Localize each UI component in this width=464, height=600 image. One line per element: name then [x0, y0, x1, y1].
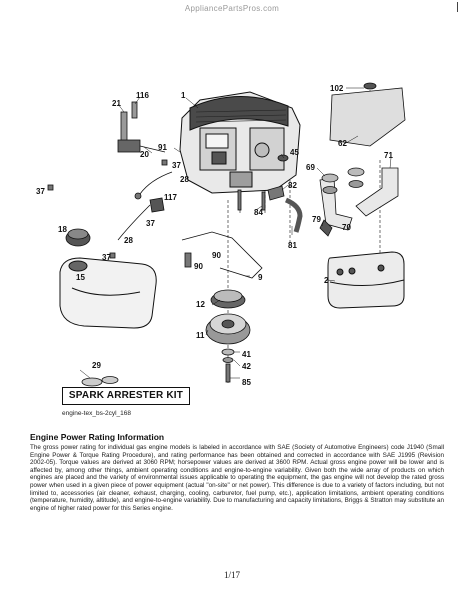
callout-1: 1	[181, 91, 186, 100]
callout-21: 21	[112, 99, 121, 108]
fuel-filter	[149, 197, 165, 213]
callout-37c: 37	[146, 219, 155, 228]
callout-45: 45	[290, 148, 299, 157]
bolt-85	[225, 363, 231, 383]
callout-84: 84	[254, 208, 263, 217]
callout-82: 82	[288, 181, 297, 190]
callout-117: 117	[164, 193, 177, 202]
info-body: The gross power rating for individual ga…	[30, 444, 444, 512]
spark-plug	[319, 219, 333, 237]
callout-28b: 28	[124, 236, 133, 245]
callout-2: 2	[324, 276, 329, 285]
fuel-line-lower	[117, 204, 151, 241]
callout-62: 62	[338, 139, 347, 148]
callout-12: 12	[196, 300, 205, 309]
callout-91: 91	[158, 143, 167, 152]
page-number: 1/17	[223, 570, 240, 580]
callout-79: 79	[312, 215, 321, 224]
info-title: Engine Power Rating Information	[30, 432, 165, 442]
fuel-cap	[65, 228, 91, 247]
callout-90b: 90	[194, 262, 203, 271]
callout-11: 11	[196, 331, 205, 340]
fuel-tank	[59, 257, 157, 329]
callout-41: 41	[242, 350, 251, 359]
fuel-line-upper	[139, 171, 173, 195]
callout-116: 116	[136, 91, 149, 100]
edge-mark	[457, 2, 458, 12]
spark-arrester-kit-label: SPARK ARRESTER KIT	[62, 387, 190, 405]
throttle-link	[181, 231, 263, 279]
flywheel	[210, 289, 246, 309]
washer-41	[221, 348, 235, 356]
callout-102: 102	[330, 84, 344, 93]
callout-70: 70	[342, 223, 351, 232]
heat-shield	[329, 82, 406, 147]
figure-code: engine-tex_bs-2cyl_168	[62, 410, 132, 417]
callout-90a: 90	[212, 251, 221, 260]
callout-29: 29	[92, 361, 101, 370]
callout-9: 9	[258, 273, 263, 282]
spark-arrester-parts	[81, 376, 119, 387]
callout-81: 81	[288, 241, 297, 250]
callout-37d: 37	[102, 253, 111, 262]
throttle-control	[117, 101, 166, 153]
muffler	[327, 251, 405, 309]
callout-18: 18	[58, 225, 67, 234]
breather-hose	[284, 197, 303, 233]
callout-69: 69	[306, 163, 315, 172]
callout-71: 71	[384, 151, 393, 160]
callout-15: 15	[76, 273, 85, 282]
callout-85: 85	[242, 378, 251, 387]
callout-42: 42	[242, 362, 251, 371]
site-watermark: AppliancePartsPros.com	[184, 4, 280, 13]
callout-28a: 28	[180, 175, 189, 184]
callout-37b: 37	[36, 187, 45, 196]
washer-42	[222, 357, 234, 363]
callout-37a: 37	[172, 161, 181, 170]
callout-20: 20	[140, 150, 149, 159]
pto-pulley	[205, 313, 251, 345]
engine-assembly	[179, 91, 301, 194]
